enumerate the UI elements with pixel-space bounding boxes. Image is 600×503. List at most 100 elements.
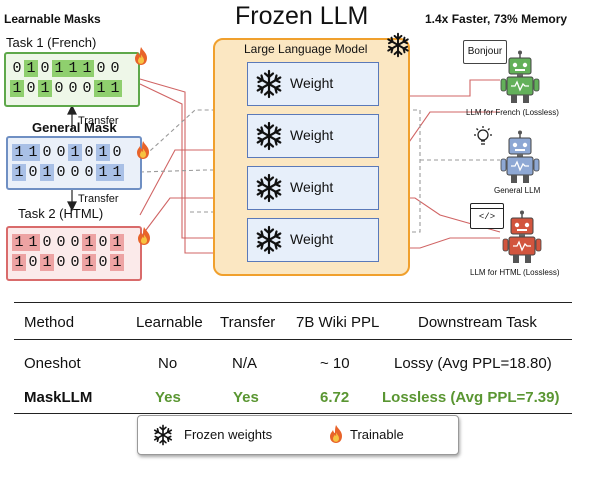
weight-label: Weight [290, 231, 334, 247]
weight-block-4[interactable]: Weight [247, 218, 379, 262]
weight-block-2[interactable]: Weight [247, 114, 379, 158]
mask-bit: 0 [28, 164, 38, 181]
legend-frozen-label: Frozen weights [184, 427, 273, 442]
mask-bit: 1 [108, 80, 122, 97]
mask-bit: 0 [68, 80, 78, 97]
table-cell-ppl-maskllm: 6.72 [320, 389, 350, 406]
weight-label: Weight [290, 179, 334, 195]
mask-bit: 1 [12, 144, 26, 161]
table-cell-learnable-maskllm: Yes [155, 389, 181, 406]
code-window-icon: </> [470, 203, 504, 229]
mask-bit: 0 [70, 254, 80, 271]
table-cell-learnable-oneshot: No [158, 355, 178, 372]
mask-bit: 0 [56, 164, 66, 181]
trainable-fire-icon [136, 226, 152, 246]
general-llm-label: General LLM [494, 186, 541, 195]
mask-bit: 0 [56, 234, 66, 251]
frozen-snowflake-icon [387, 32, 409, 58]
table-cell-ppl-oneshot: ~ 10 [320, 355, 350, 372]
weight-label: Weight [290, 75, 334, 91]
mask-bit: 0 [96, 60, 106, 77]
table-cell-method-maskllm: MaskLLM [24, 389, 93, 406]
mask-bit: 1 [26, 144, 40, 161]
mask-bit: 1 [82, 254, 96, 271]
mask-bit: 1 [10, 80, 24, 97]
weight-block-3[interactable]: Weight [247, 166, 379, 210]
mask-bit: 1 [110, 254, 124, 271]
trainable-fire-icon [135, 140, 151, 160]
task1-mask-title: Task 1 (French) [6, 35, 97, 50]
mask-bit: 1 [38, 80, 52, 97]
lightbulb-icon [474, 126, 492, 145]
weight-block-1[interactable]: Weight [247, 62, 379, 106]
snowflake-icon [254, 225, 284, 255]
table-cell-downstream-oneshot: Lossy (Avg PPL=18.80) [394, 355, 552, 372]
mask-bit: 0 [110, 60, 120, 77]
mask-bit: 0 [98, 234, 108, 251]
mask-bit: 1 [94, 80, 108, 97]
mask-bit: 0 [56, 254, 66, 271]
transfer-label-up: Transfer [78, 115, 119, 127]
mask-bit: 0 [28, 254, 38, 271]
mask-bit: 1 [40, 164, 54, 181]
transfer-label-down: Transfer [78, 193, 119, 205]
html-robot-icon [502, 210, 542, 265]
mask-bit: 0 [112, 144, 122, 161]
mask-bit: 1 [40, 254, 54, 271]
mask-bit: 0 [40, 60, 50, 77]
mask-bit: 1 [52, 60, 66, 77]
trainable-fire-icon [133, 46, 149, 66]
mask-bit: 0 [26, 80, 36, 97]
task2-mask-title: Task 2 (HTML) [18, 206, 104, 221]
table-header-downstream: Downstream Task [418, 314, 537, 331]
table-bottom-rule [14, 413, 572, 414]
mask-bit: 1 [68, 144, 82, 161]
french-llm-label: LLM for French (Lossless) [466, 108, 559, 117]
table-mid-rule [14, 339, 572, 340]
mask-bit: 0 [70, 164, 80, 181]
mask-bit: 0 [42, 234, 52, 251]
legend-trainable-label: Trainable [350, 427, 404, 442]
general-robot-icon [500, 130, 540, 185]
table-header-transfer: Transfer [220, 314, 276, 331]
table-header-learnable: Learnable [136, 314, 203, 331]
snowflake-icon [254, 121, 284, 151]
table-cell-method-oneshot: Oneshot [24, 355, 81, 372]
table-header-method: Method [24, 314, 75, 331]
mask-bit: 1 [12, 164, 26, 181]
mask-bit: 0 [42, 144, 52, 161]
table-cell-transfer-maskllm: Yes [233, 389, 259, 406]
mask-bit: 1 [110, 234, 124, 251]
learnable-masks-title: Learnable Masks [4, 12, 101, 26]
mask-bit: 0 [84, 164, 94, 181]
fire-icon [328, 424, 344, 444]
mask-bit: 1 [110, 164, 124, 181]
table-header-ppl: 7B Wiki PPL [296, 314, 380, 331]
frozen-llm-title: Frozen LLM [235, 2, 369, 30]
table-cell-downstream-maskllm: Lossless (Avg PPL=7.39) [382, 389, 560, 406]
snowflake-icon [254, 173, 284, 203]
mask-bit: 1 [82, 234, 96, 251]
table-top-rule [14, 302, 572, 303]
snowflake-icon [153, 424, 173, 446]
mask-bit: 0 [82, 80, 92, 97]
mask-bit: 1 [26, 234, 40, 251]
mask-bit: 1 [12, 234, 26, 251]
mask-bit: 0 [70, 234, 80, 251]
mask-bit: 0 [12, 60, 22, 77]
table-cell-transfer-oneshot: N/A [232, 355, 258, 372]
mask-bit: 0 [56, 144, 66, 161]
snowflake-icon [254, 69, 284, 99]
speed-memory-note: 1.4x Faster, 73% Memory [425, 12, 568, 26]
mask-bit: 1 [80, 60, 94, 77]
mask-bit: 1 [24, 60, 38, 77]
mask-bit: 0 [84, 144, 94, 161]
